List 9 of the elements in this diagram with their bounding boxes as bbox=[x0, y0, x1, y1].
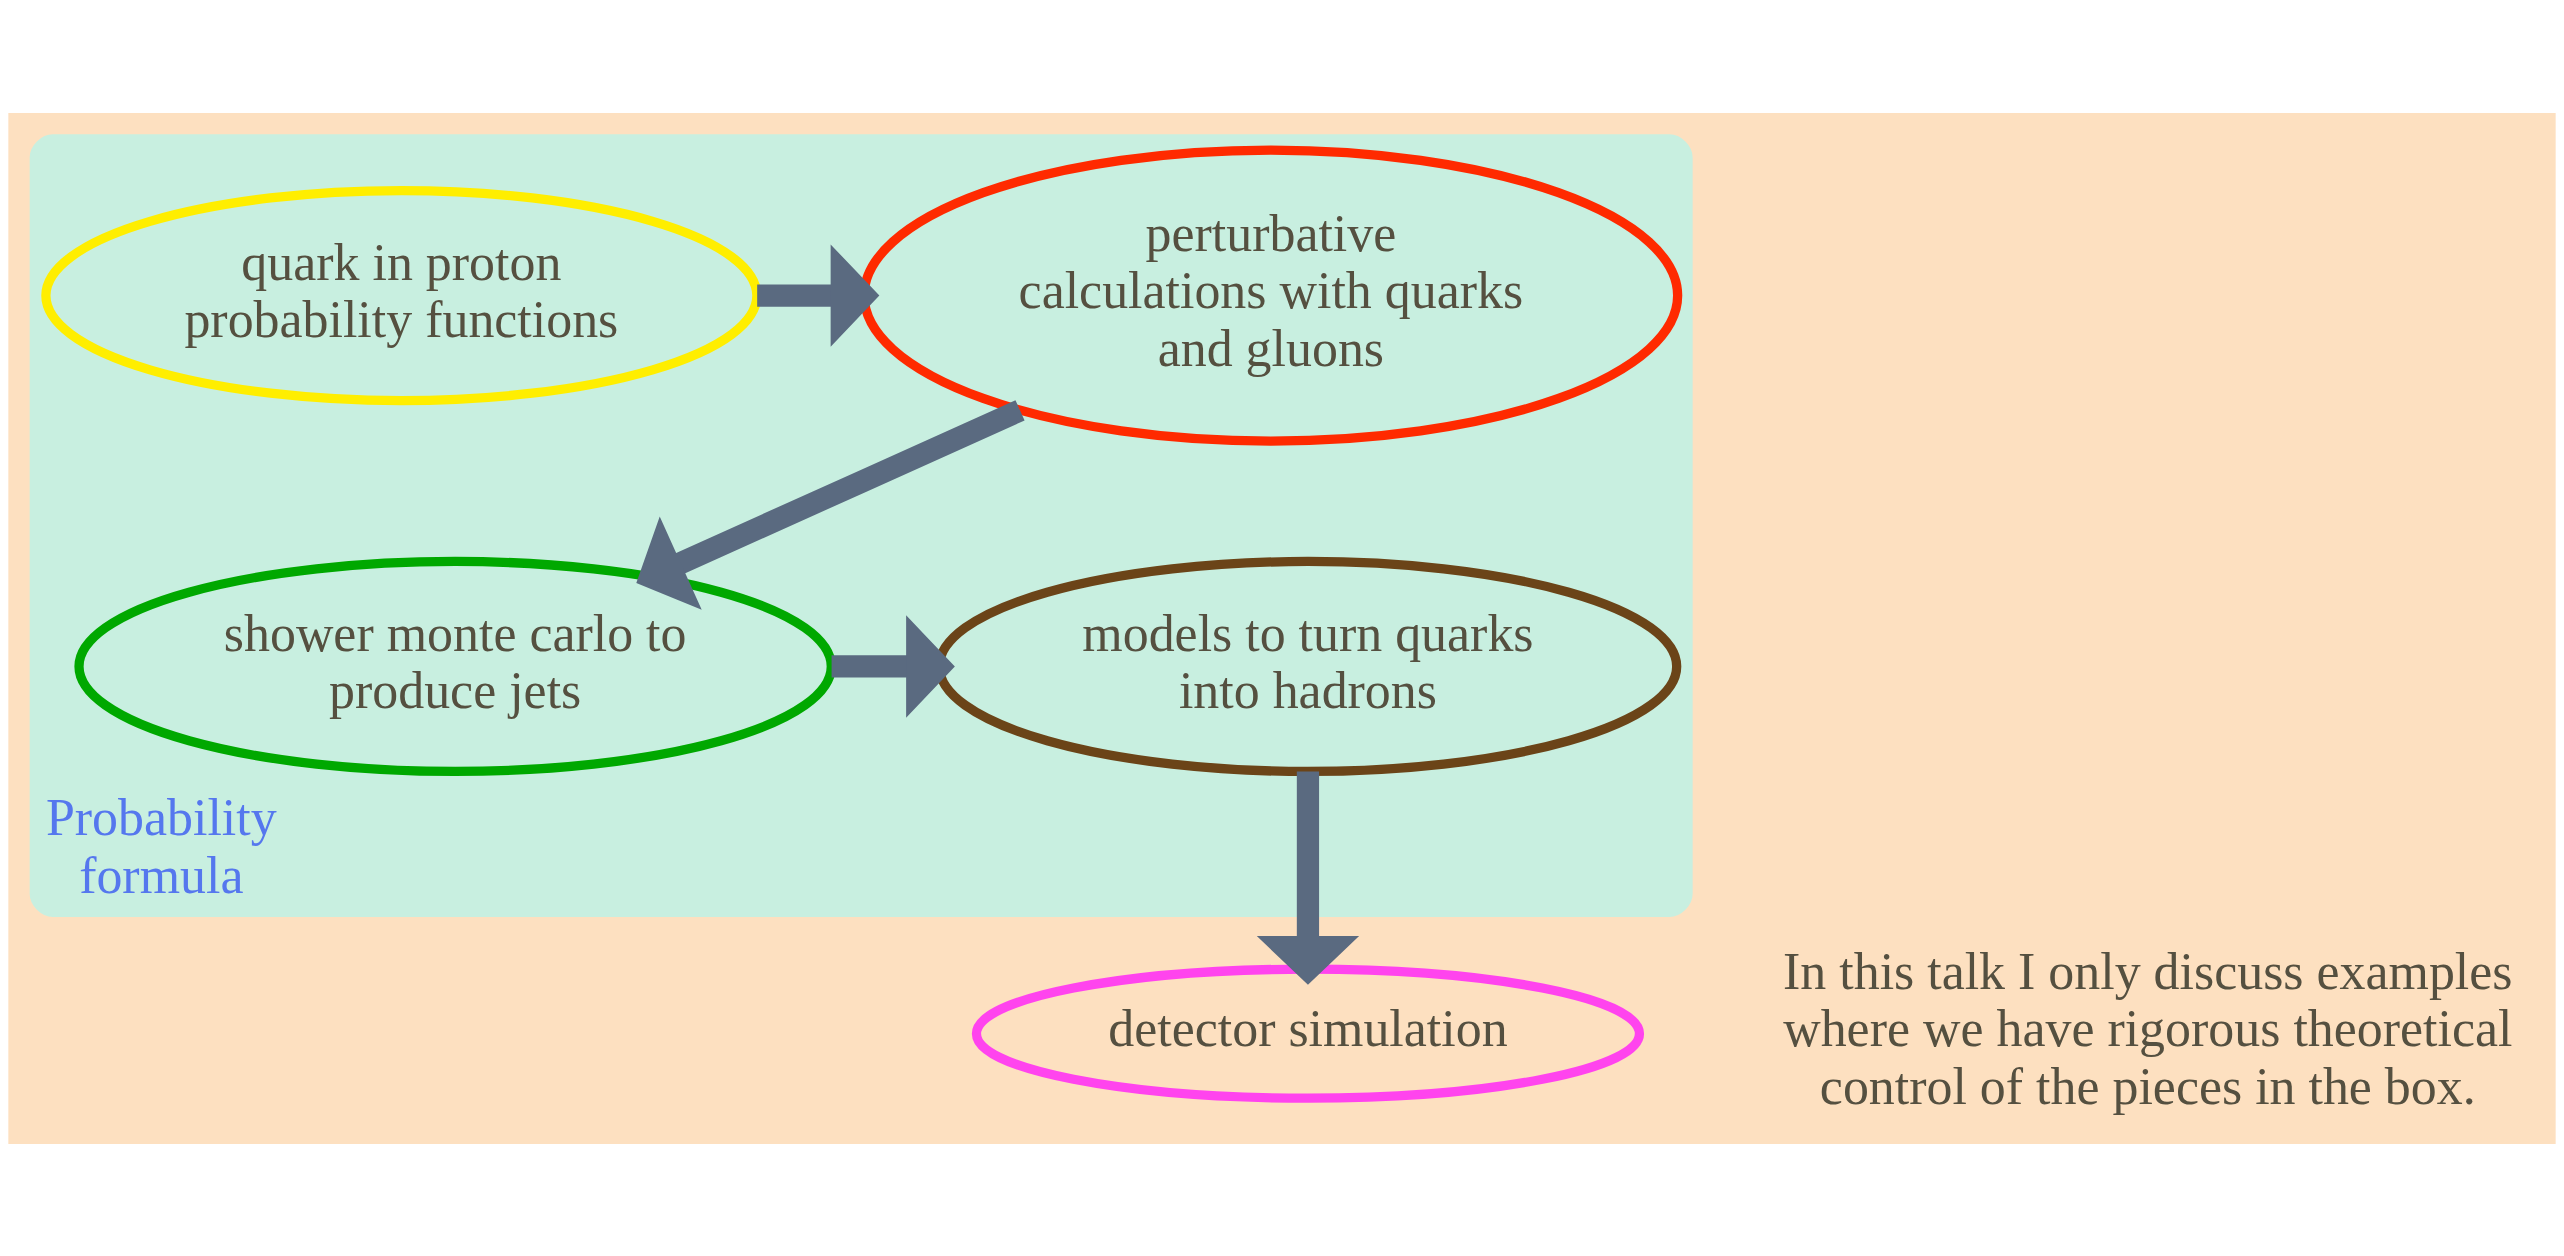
arrow bbox=[636, 399, 1025, 610]
node-ellipse: perturbative calculations with quarks and gluons bbox=[859, 144, 1683, 446]
arrow bbox=[757, 243, 880, 347]
arrow bbox=[1256, 771, 1360, 985]
arrow bbox=[831, 614, 955, 718]
node-ellipse: quark in proton probability functions bbox=[41, 185, 762, 405]
node-ellipse: shower monte carlo to produce jets bbox=[74, 556, 836, 776]
node-ellipse: detector simulation bbox=[971, 964, 1645, 1103]
label: In this talk I only discuss examples where we have rigorous theoretical control of the pieces in the box. bbox=[1783, 942, 2513, 1115]
